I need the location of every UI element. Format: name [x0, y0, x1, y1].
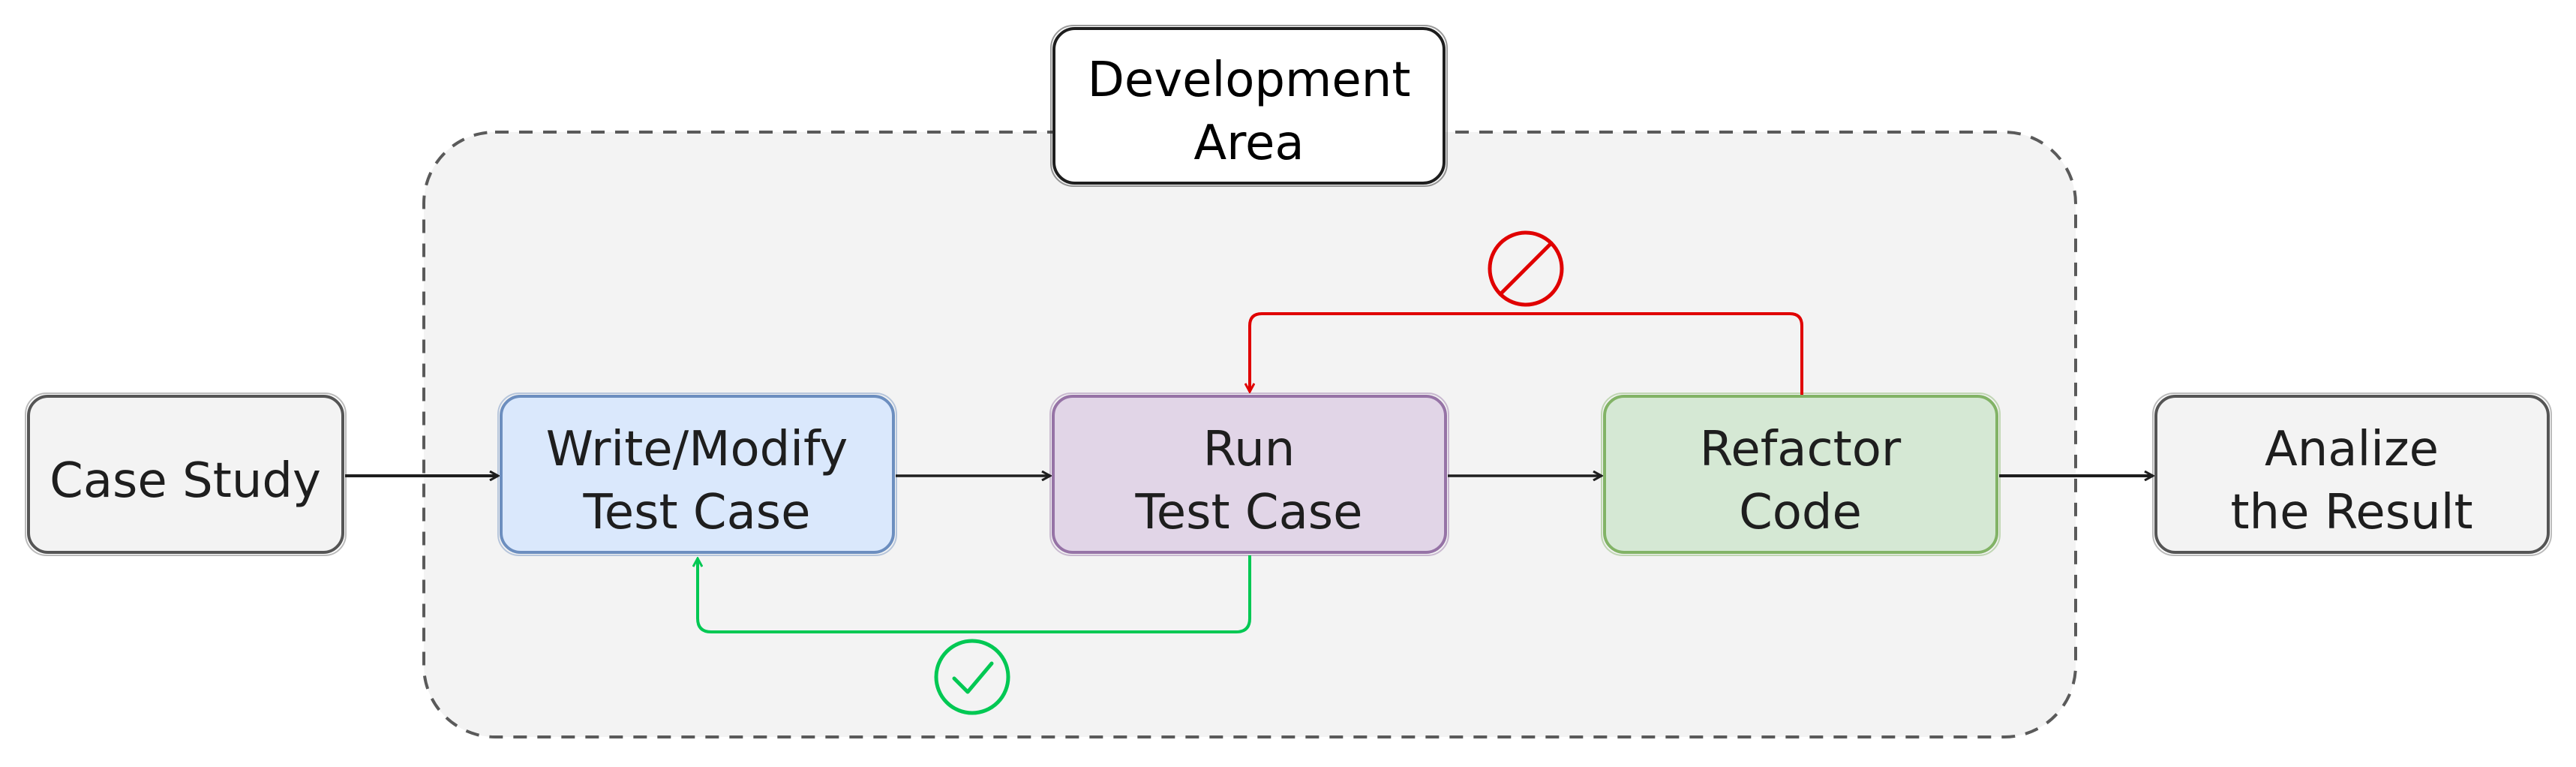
node-run-test-case: Run Test Case: [1049, 393, 1449, 556]
arrow-refactor-to-run-fail: [1250, 312, 1803, 395]
analize-label-line2: the Result: [2230, 485, 2472, 540]
node-analize-the-result: Analize the Result: [2152, 393, 2552, 556]
development-area-title-line2: Area: [1193, 116, 1304, 171]
arrow-run-to-write-pass: [698, 555, 1251, 633]
node-write-modify-test-case: Write/Modify Test Case: [497, 393, 897, 556]
checkmark-circle-icon: [934, 639, 1010, 715]
write-test-label-line2: Test Case: [583, 485, 811, 540]
write-test-label-line1: Write/Modify: [546, 422, 848, 477]
run-test-label-line2: Test Case: [1135, 485, 1363, 540]
run-test-label-line1: Run: [1203, 422, 1296, 477]
refactor-label-line2: Code: [1739, 485, 1862, 540]
development-area-title-line1: Development: [1088, 53, 1411, 108]
node-case-study: Case Study: [25, 393, 347, 556]
prohibited-icon: [1488, 230, 1564, 307]
analize-label-line1: Analize: [2265, 422, 2439, 477]
refactor-label-line1: Refactor: [1700, 422, 1902, 477]
development-area-title-box: Development Area: [1050, 25, 1448, 187]
case-study-label: Case Study: [50, 453, 321, 509]
node-refactor-code: Refactor Code: [1601, 393, 2001, 556]
